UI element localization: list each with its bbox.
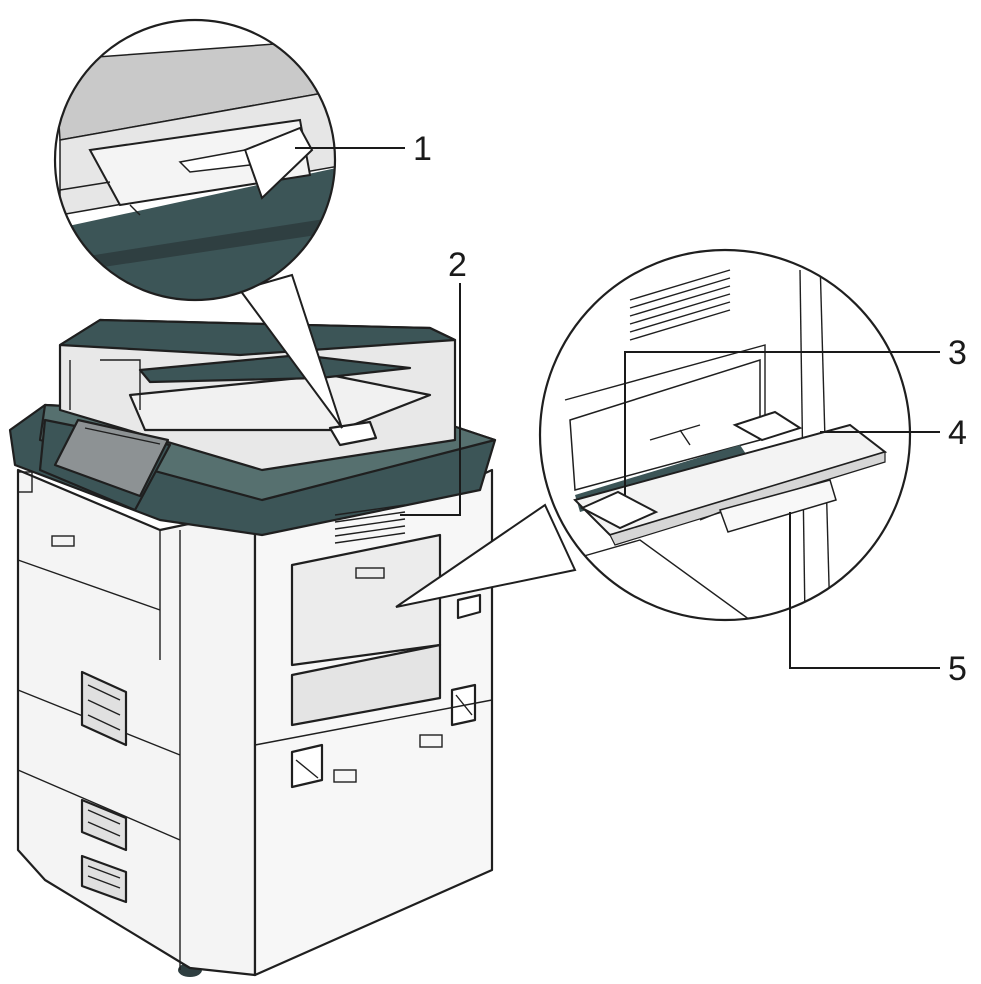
callout-1: 1 (413, 130, 432, 168)
callout-3: 3 (948, 334, 967, 372)
zoom-bypass-tray (395, 248, 912, 622)
drawer-handle-2 (80, 798, 128, 852)
leader-line-2 (400, 283, 461, 516)
side-vent (334, 504, 406, 544)
copier-illustration (8, 318, 497, 977)
drawer-handle-3 (80, 854, 128, 904)
leader-line-3 (624, 351, 940, 495)
leader-lines (295, 147, 940, 669)
leader-line-5 (789, 512, 940, 669)
drawer-handle-1 (80, 670, 128, 747)
callout-numbers: 1 2 3 4 5 (413, 130, 967, 688)
callout-5: 5 (948, 650, 967, 688)
callout-2: 2 (448, 246, 467, 284)
callout-4: 4 (948, 414, 967, 452)
